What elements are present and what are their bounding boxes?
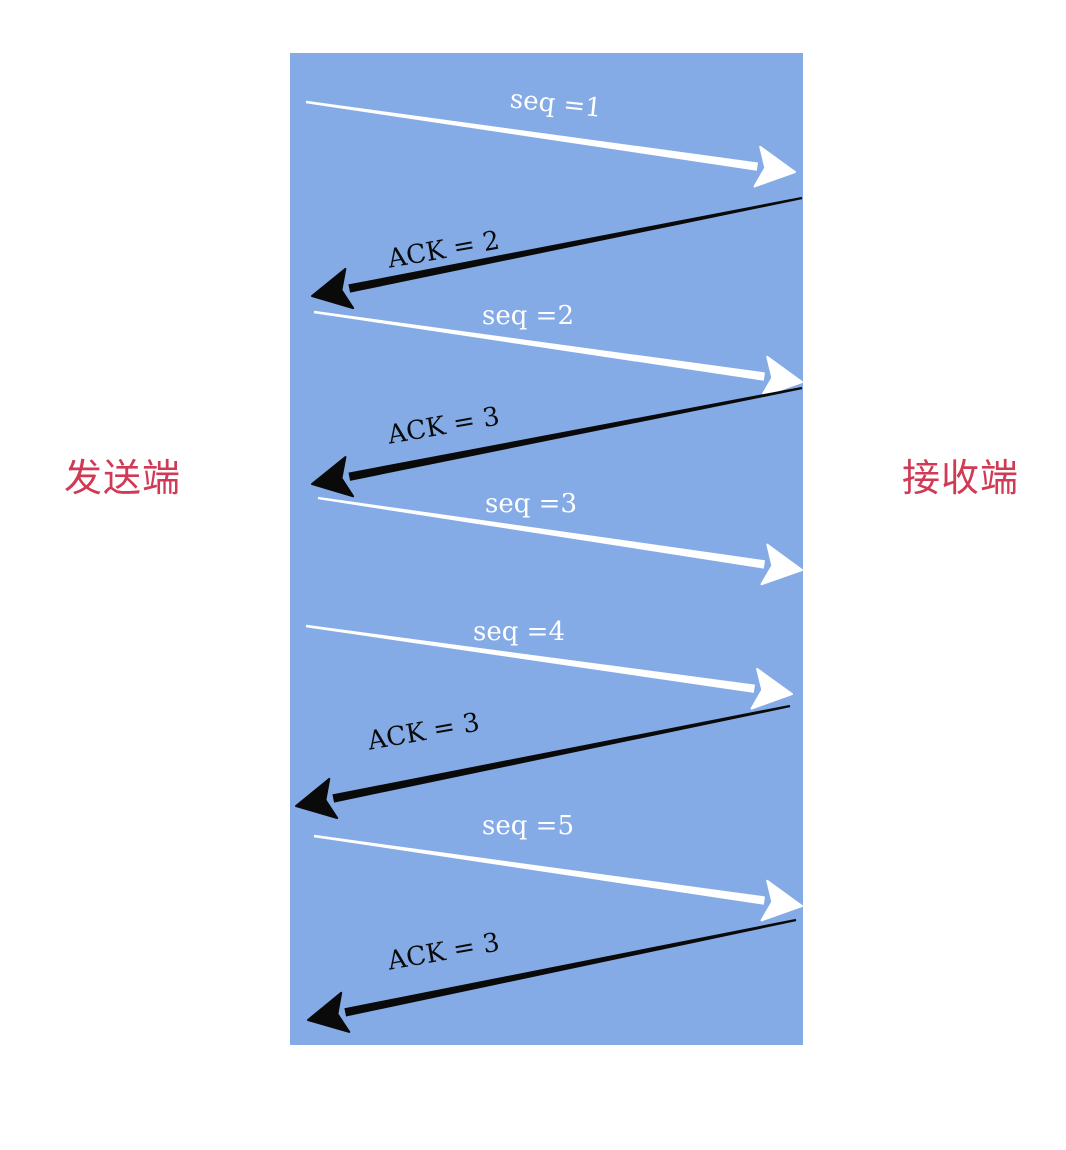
arrow-head [311,456,355,498]
arrow-head [760,543,803,586]
seq-arrow: seq =2 [313,301,803,398]
arrow-head [311,267,355,310]
arrow-head [295,777,339,820]
seq-arrow: seq =4 [305,617,793,710]
arrow-shaft [313,310,765,381]
arrow-head [750,667,793,710]
channel-panel [290,53,803,1045]
arrow-shaft [348,386,803,481]
arrow-shaft [305,624,755,693]
seq-label: seq =3 [485,489,577,519]
arrow-shaft [305,100,758,171]
seq-arrow: seq =3 [317,489,803,586]
seq-label: seq =2 [482,301,574,331]
arrow-head [753,145,796,188]
seq-label: seq =4 [473,617,565,647]
seq-arrow: seq =5 [313,811,803,922]
arrow-shaft [348,196,803,293]
arrow-shaft [344,918,797,1017]
arrow-head [307,991,351,1033]
arrow-shaft [332,704,791,803]
arrow-head [760,355,803,398]
arrow-shaft [317,496,766,569]
receiver-label: 接收端 [902,456,1020,500]
seq-label: seq =5 [482,811,574,841]
arrow-shaft [313,834,765,905]
sender-label: 发送端 [64,456,182,500]
arrow-head [760,879,803,922]
